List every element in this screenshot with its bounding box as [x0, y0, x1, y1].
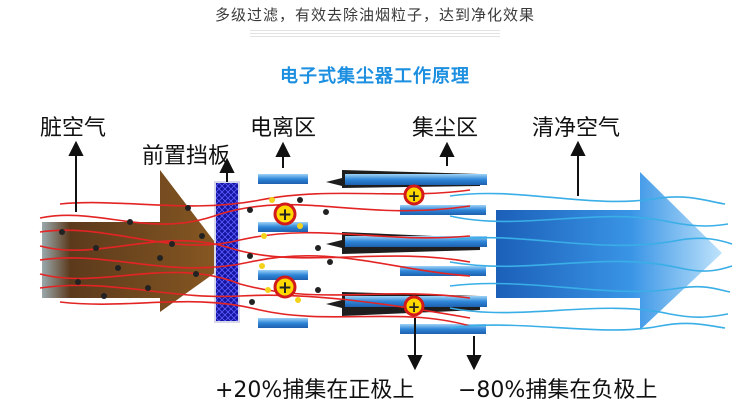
svg-text:+: +: [278, 205, 292, 225]
charged-particle-4: +: [403, 295, 425, 317]
svg-text:+: +: [278, 278, 292, 298]
dirty-air-arrow: [42, 170, 230, 312]
fine-print-lines: [250, 28, 500, 42]
label-arrows: [68, 140, 586, 371]
dust-particles: [59, 197, 333, 305]
charged-particle-2: +: [273, 275, 297, 299]
diagram-title: 电子式集尘器工作原理: [280, 66, 470, 87]
dirty-airflow-lines: [39, 189, 471, 327]
charged-particles: + + + +: [273, 184, 425, 317]
negative-capture-label: −80%捕集在负极上: [458, 378, 658, 403]
header-title: 多级过滤，有效去除油烟粒子，达到净化效果: [214, 6, 535, 24]
dirty-air-label: 脏空气: [40, 116, 107, 141]
svg-text:+: +: [408, 298, 421, 316]
positive-capture-label: +20%捕集在正极上: [215, 378, 415, 403]
clean-air-label: 清净空气: [532, 116, 621, 141]
clean-airflow-lines: [449, 192, 733, 331]
collection-zone-label: 集尘区: [412, 116, 479, 141]
ionization-zone-label: 电离区: [250, 116, 317, 141]
front-baffle-label: 前置挡板: [142, 144, 231, 169]
charged-particle-3: +: [403, 184, 425, 206]
svg-text:+: +: [408, 187, 421, 205]
charged-particle-1: +: [273, 202, 297, 226]
yellow-particles: [259, 197, 303, 303]
ionization-plates: [258, 174, 308, 328]
